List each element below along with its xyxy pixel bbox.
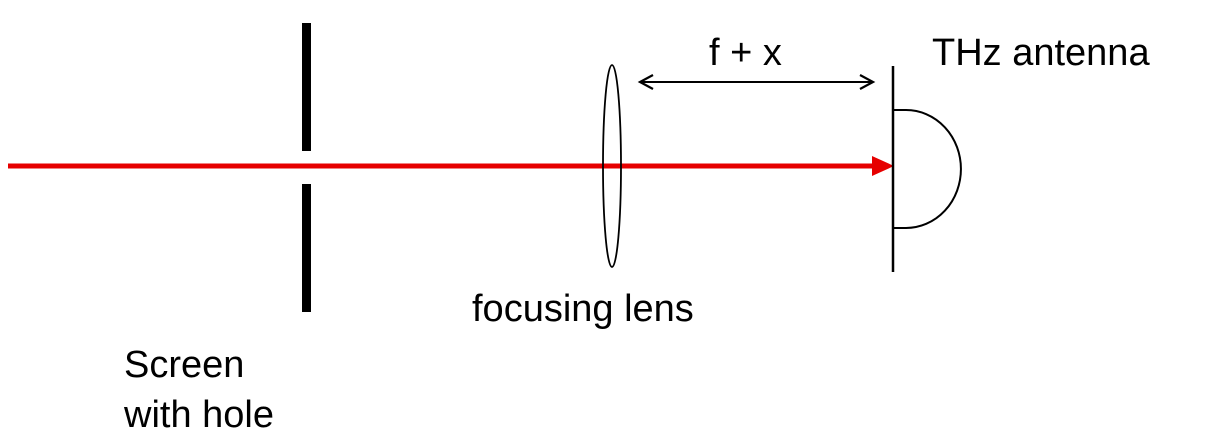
screen-lower-bar	[302, 184, 311, 312]
beam-arrow	[8, 156, 894, 176]
screen-label-line1: Screen	[124, 344, 245, 386]
screen-label: Screen with hole	[124, 340, 274, 440]
lens-label: focusing lens	[472, 288, 694, 330]
focusing-lens	[602, 64, 622, 268]
screen-with-hole	[302, 23, 311, 312]
antenna-label: THz antenna	[932, 32, 1150, 74]
distance-arrowhead-left	[637, 74, 654, 90]
thz-antenna	[891, 66, 962, 272]
distance-label: f + x	[709, 32, 782, 74]
beam-arrowhead	[872, 156, 894, 176]
screen-label-line2: with hole	[124, 394, 274, 436]
distance-arrowhead-right	[859, 74, 876, 90]
antenna-hemispherical-lens	[893, 109, 962, 229]
screen-upper-bar	[302, 23, 311, 151]
distance-dimension-arrow	[637, 74, 876, 90]
